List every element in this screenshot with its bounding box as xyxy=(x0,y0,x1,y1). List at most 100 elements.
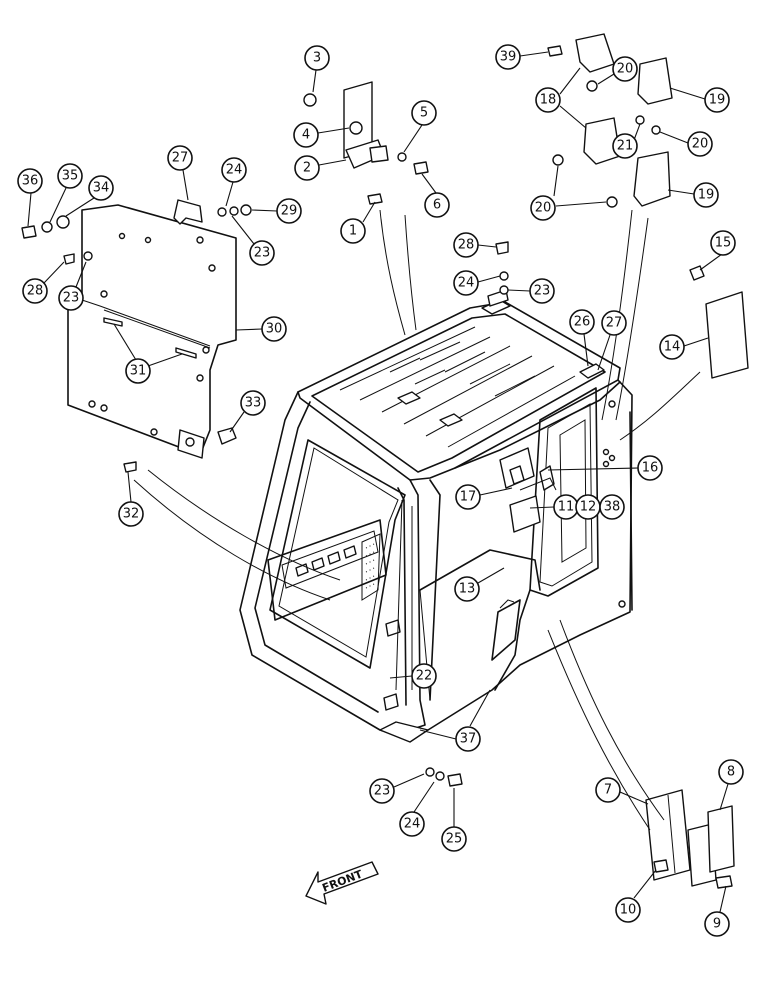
callout: 22 xyxy=(389,663,437,689)
callout-number: 23 xyxy=(254,246,271,261)
callout: 28 xyxy=(453,232,497,258)
callout-number: 28 xyxy=(458,238,475,253)
callout: 17 xyxy=(455,484,513,510)
callout: 2 xyxy=(294,155,347,181)
callout-number: 39 xyxy=(500,50,517,65)
callout: 33 xyxy=(229,390,266,433)
callout-number: 34 xyxy=(93,181,110,196)
callout: 21 xyxy=(612,123,641,159)
callout-number: 22 xyxy=(416,669,433,684)
callout-number: 7 xyxy=(604,783,612,798)
callout-number: 20 xyxy=(617,62,634,77)
callout-number: 29 xyxy=(281,204,298,219)
callout-number: 24 xyxy=(226,163,243,178)
callout-number: 35 xyxy=(62,169,79,184)
callout-number: 37 xyxy=(460,732,477,747)
callout: 28 xyxy=(22,261,65,304)
callout: 32 xyxy=(118,471,144,527)
callout-number: 27 xyxy=(606,316,623,331)
callout-number: 24 xyxy=(458,276,475,291)
callout-number: 4 xyxy=(302,128,310,143)
callout-number: 12 xyxy=(580,500,597,515)
callout-number: 28 xyxy=(27,284,44,299)
callout: 19 xyxy=(669,87,730,113)
callout-number: 20 xyxy=(535,201,552,216)
callout-number: 26 xyxy=(574,315,591,330)
callout-number: 19 xyxy=(698,188,715,203)
callout-number: 17 xyxy=(460,490,477,505)
callout: 30 xyxy=(235,316,287,342)
callout: 23 xyxy=(58,261,87,311)
callout-number: 5 xyxy=(420,106,428,121)
callout: 4 xyxy=(293,122,350,148)
callout-number: 9 xyxy=(713,917,721,932)
callout-number: 31 xyxy=(130,364,147,379)
callout: 18 xyxy=(535,67,587,129)
callout: 27 xyxy=(597,310,627,371)
callout-number: 23 xyxy=(374,784,391,799)
callout: 34 xyxy=(65,175,114,217)
callout-number: 3 xyxy=(313,51,321,66)
callout-number: 18 xyxy=(540,93,557,108)
callout: 10 xyxy=(615,869,657,923)
callout: 16 xyxy=(547,455,663,481)
exploded-view-lines xyxy=(133,209,701,831)
callout-number: 2 xyxy=(303,161,311,176)
callout: 13 xyxy=(454,567,505,602)
callout-number: 20 xyxy=(692,137,709,152)
callout: 36 xyxy=(17,168,43,227)
callout-number: 23 xyxy=(63,291,80,306)
callout: 12 xyxy=(575,494,601,520)
callout-number: 8 xyxy=(727,765,735,780)
callout: 23 xyxy=(369,773,425,804)
callout: 31 xyxy=(113,323,183,384)
callout: 38 xyxy=(599,494,625,520)
callout: 20 xyxy=(597,56,638,85)
callout: 19 xyxy=(667,182,719,208)
callout-number: 23 xyxy=(534,284,551,299)
callout-number: 33 xyxy=(245,396,262,411)
callout: 6 xyxy=(421,173,450,218)
callout: 1 xyxy=(340,201,376,244)
callout: 24 xyxy=(221,157,247,207)
callout: 9 xyxy=(704,885,730,937)
callout-number: 21 xyxy=(617,139,634,154)
cab-assembly xyxy=(239,289,633,743)
callout: 25 xyxy=(441,788,467,852)
callout-number: 10 xyxy=(620,903,637,918)
callout-number: 32 xyxy=(123,507,140,522)
callout-number: 15 xyxy=(715,236,732,251)
callout: 11 xyxy=(529,494,579,520)
callout: 7 xyxy=(595,777,649,805)
callout: 20 xyxy=(659,131,713,157)
callout: 14 xyxy=(659,334,709,360)
callout-number: 16 xyxy=(642,461,659,476)
callout: 23 xyxy=(231,215,275,266)
callout-number: 24 xyxy=(404,817,421,832)
callout-number: 1 xyxy=(349,224,357,239)
callout: 24 xyxy=(453,270,501,296)
front-arrow-label: FRONT xyxy=(320,867,364,894)
callout: 3 xyxy=(304,45,330,93)
callout: 27 xyxy=(167,145,193,201)
callout-number: 27 xyxy=(172,151,189,166)
callout: 39 xyxy=(495,44,549,70)
callout: 35 xyxy=(49,163,83,223)
hardware-parts xyxy=(21,33,749,889)
door-panel-assembly xyxy=(67,199,237,459)
callout: 5 xyxy=(403,100,437,153)
callout-number: 25 xyxy=(446,832,463,847)
callout-layer: 1 2 3 4 5 6 39 18 20 19 21 20 20 19 36 3… xyxy=(17,44,744,937)
callout: 37 xyxy=(419,689,491,752)
callout: 20 xyxy=(530,165,607,221)
callout: 15 xyxy=(699,230,736,271)
callout-number: 19 xyxy=(709,93,726,108)
callout-number: 38 xyxy=(604,500,621,515)
callout: 26 xyxy=(569,309,595,367)
front-direction-arrow: FRONT xyxy=(305,861,379,905)
callout-number: 14 xyxy=(664,340,681,355)
callout: 24 xyxy=(399,781,435,837)
callout-number: 6 xyxy=(433,198,441,213)
callout: 29 xyxy=(251,198,302,224)
